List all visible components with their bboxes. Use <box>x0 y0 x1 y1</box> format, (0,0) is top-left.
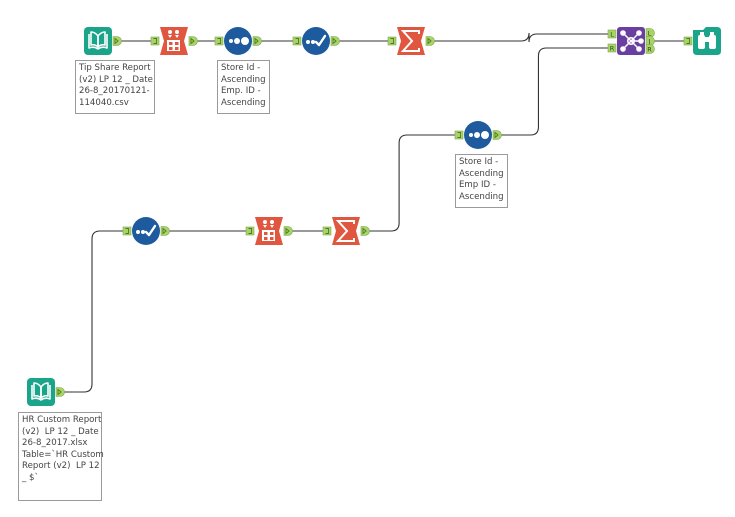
connection-input2-unique2[interactable] <box>64 230 123 393</box>
output-anchor[interactable] <box>645 44 655 54</box>
input-anchor[interactable] <box>214 36 224 46</box>
anchor-mark <box>285 227 290 235</box>
connection-summarize2-sort2[interactable] <box>369 134 455 232</box>
anchor-mark <box>457 132 461 138</box>
anchor-mark <box>190 37 195 45</box>
tool-browse-browse1[interactable] <box>683 27 721 55</box>
output-anchor[interactable] <box>330 36 340 46</box>
sigma-icon <box>400 30 420 52</box>
anchor-mark <box>390 38 394 44</box>
anchor-letter: R <box>647 46 652 54</box>
tool-input-data-input2[interactable] <box>27 378 65 406</box>
tool-input-data-input1[interactable] <box>84 27 122 55</box>
input-anchor[interactable] <box>245 226 255 236</box>
tool-select-select2[interactable] <box>245 217 293 245</box>
output-anchor[interactable] <box>188 36 198 46</box>
output-anchor[interactable] <box>283 226 293 236</box>
input-anchor[interactable] <box>322 226 332 236</box>
output-anchor[interactable] <box>55 387 65 397</box>
select-icon <box>262 220 275 241</box>
select-icon <box>167 30 180 51</box>
anchor-mark <box>114 37 119 45</box>
output-anchor[interactable] <box>112 36 122 46</box>
input-anchor[interactable] <box>387 36 397 46</box>
sigma-icon <box>335 220 355 242</box>
input-anchor[interactable] <box>607 43 617 53</box>
anchor-mark <box>295 38 299 44</box>
input-anchor[interactable] <box>607 29 617 39</box>
anchor-mark <box>125 228 129 234</box>
output-anchor[interactable] <box>492 130 502 140</box>
anchor-mark <box>325 228 329 234</box>
binoculars-icon <box>698 32 716 49</box>
anchor-mark <box>332 37 337 45</box>
tool-summarize-summarize1[interactable] <box>387 27 435 55</box>
connections-layer <box>64 32 684 393</box>
tool-sort-sort2[interactable] <box>454 121 502 149</box>
anchor-mark <box>686 38 690 44</box>
output-anchor[interactable] <box>360 226 370 236</box>
sort-icon <box>469 131 489 139</box>
input-anchor[interactable] <box>150 36 160 46</box>
anchor-mark <box>162 227 167 235</box>
anchor-letter: R <box>610 45 615 53</box>
tool-sort-sort1[interactable] <box>214 27 262 55</box>
anchor-mark <box>153 38 157 44</box>
connection-summarize1-join1[interactable] <box>434 32 608 43</box>
anchor-letter: J <box>648 38 651 46</box>
anchor-mark <box>362 227 367 235</box>
tool-unique-unique2[interactable] <box>122 217 170 245</box>
anchor-mark <box>494 131 499 139</box>
tool-unique-unique1[interactable] <box>292 27 340 55</box>
output-anchor[interactable] <box>425 36 435 46</box>
anchor-letter: L <box>610 31 614 39</box>
output-anchor[interactable] <box>160 226 170 236</box>
checkmark-icon <box>136 224 157 237</box>
book-icon <box>88 31 108 50</box>
input-anchor[interactable] <box>122 226 132 236</box>
anchor-mark <box>254 37 259 45</box>
annotation-input2: HR Custom Report (v2) LP 12 _ Date 26-8_… <box>18 412 104 501</box>
tool-summarize-summarize2[interactable] <box>322 217 370 245</box>
connection-sort2-join1[interactable] <box>501 47 608 136</box>
anchor-mark <box>57 388 62 396</box>
anchor-mark <box>427 37 432 45</box>
input-anchor[interactable] <box>292 36 302 46</box>
output-anchor[interactable] <box>252 36 262 46</box>
annotation-input1: Tip Share Report (v2) LP 12 _ Date 26-8_… <box>75 60 155 114</box>
input-anchor[interactable] <box>683 36 693 46</box>
anchor-letter: L <box>648 30 652 38</box>
sort-icon <box>229 37 249 45</box>
join-icon <box>620 30 644 52</box>
anchor-mark <box>248 228 252 234</box>
book-icon <box>31 382 51 401</box>
checkmark-icon <box>306 34 327 47</box>
tool-select-select1[interactable] <box>150 27 198 55</box>
input-anchor[interactable] <box>454 130 464 140</box>
annotation-sort2: Store Id - Ascending Emp ID - Ascending <box>455 154 508 208</box>
annotation-sort1: Store Id - Ascending Emp. ID - Ascending <box>217 60 270 114</box>
anchor-mark <box>217 38 221 44</box>
